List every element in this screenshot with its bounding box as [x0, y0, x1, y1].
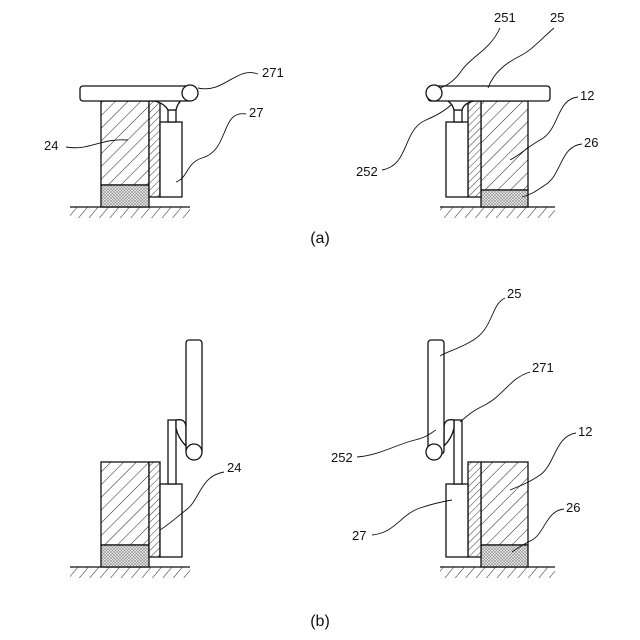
- label-12: 12: [578, 424, 592, 439]
- label-252: 252: [356, 164, 378, 179]
- hinge-bracket-252: [444, 420, 454, 446]
- leader-27: [176, 114, 246, 182]
- hinge-circle: [182, 85, 198, 101]
- base-block: [101, 462, 149, 545]
- base-layer: [101, 185, 149, 207]
- label-252: 252: [331, 450, 353, 465]
- caption-a: (a): [310, 230, 330, 247]
- label-25: 25: [507, 286, 521, 301]
- label-12: 12: [580, 88, 594, 103]
- leader-251: [440, 28, 500, 88]
- label-26: 26: [584, 135, 598, 150]
- base-layer-26: [481, 545, 528, 567]
- side-strip: [468, 101, 481, 197]
- lid-plate-vertical: [186, 340, 202, 454]
- leader-252: [382, 104, 452, 170]
- base-layer: [101, 545, 149, 567]
- pin-271: [168, 110, 176, 122]
- hinge-circle: [426, 444, 442, 460]
- leader-252: [357, 430, 436, 457]
- label-25: 25: [550, 10, 564, 25]
- label-24: 24: [44, 138, 58, 153]
- support-block: [446, 122, 468, 197]
- label-27: 27: [352, 528, 366, 543]
- figure-a-left: 271 27 24: [44, 65, 284, 218]
- leader-26: [522, 144, 582, 197]
- lid-plate-25: [80, 86, 192, 101]
- caption-b: (b): [310, 613, 330, 630]
- figure-a-right: 251 25 12 26 252: [356, 10, 598, 218]
- leader-25: [488, 28, 554, 88]
- hinge-bracket: [176, 420, 186, 446]
- side-strip-24: [149, 462, 160, 557]
- hinge-circle: [186, 444, 202, 460]
- pin: [454, 110, 462, 122]
- leader-271: [198, 73, 258, 89]
- lid-plate-25: [428, 86, 550, 101]
- support-block: [160, 484, 182, 557]
- base-layer-26: [481, 190, 528, 207]
- figure-b-left: 24: [70, 340, 241, 578]
- leader-25: [440, 298, 505, 356]
- ground-hatching: [70, 567, 190, 578]
- label-26: 26: [566, 500, 580, 515]
- support-block-27: [160, 122, 182, 197]
- side-strip: [468, 462, 481, 557]
- lid-plate-25-vertical: [428, 340, 444, 454]
- label-24: 24: [227, 460, 241, 475]
- leader-271: [460, 372, 530, 422]
- label-27: 27: [249, 105, 263, 120]
- support-block-27: [446, 484, 468, 557]
- ground-hatching: [70, 207, 190, 218]
- ground-hatching: [440, 207, 555, 218]
- base-block-12: [481, 101, 528, 190]
- base-block-24: [101, 101, 149, 185]
- label-271: 271: [532, 360, 554, 375]
- side-strip: [149, 101, 160, 197]
- label-271: 271: [262, 65, 284, 80]
- hinge-circle-251: [426, 85, 442, 101]
- ground-hatching: [440, 567, 555, 578]
- base-block-12: [481, 462, 528, 545]
- label-251: 251: [494, 10, 516, 25]
- leader-27: [372, 500, 452, 535]
- rod: [168, 420, 176, 484]
- figure-b-right: 25 271 252 12 27 26: [331, 286, 592, 578]
- rod-271: [454, 420, 462, 484]
